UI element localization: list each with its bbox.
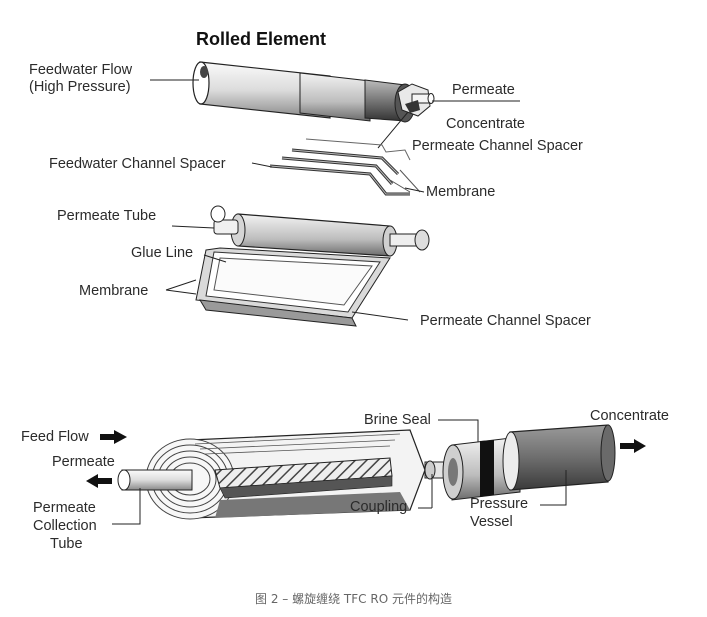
- feedwater-channel-spacer-label: Feedwater Channel Spacer: [49, 156, 226, 172]
- feedwater-flow-pressure-label: (High Pressure): [29, 79, 131, 95]
- concentrate-label-top: Concentrate: [446, 116, 525, 132]
- permeate-channel-spacer-label-top: Permeate Channel Spacer: [412, 138, 583, 154]
- permeate-label-top: Permeate: [452, 82, 515, 98]
- permeate-arrow-icon: [86, 474, 112, 488]
- permeate-collection-label-line1: Permeate: [33, 500, 96, 516]
- coupling-label: Coupling: [350, 499, 408, 515]
- membrane-label-top: Membrane: [426, 184, 496, 200]
- permeate-collection-label-line3: Tube: [50, 536, 83, 548]
- ro-element-figure: Rolled Element Feedwater Flow (High Pres…: [21, 29, 669, 548]
- pressure-vessel-label-line1: Pressure: [470, 496, 529, 512]
- permeate-collection-label-line2: Collection: [33, 518, 97, 534]
- rolled-element-title: Rolled Element: [196, 29, 327, 49]
- feed-flow-arrow-icon: [100, 430, 127, 444]
- concentrate-arrow-icon: [620, 439, 646, 453]
- rolled-element-illustration: [150, 61, 520, 196]
- diagram-artwork: [86, 61, 646, 525]
- brine-seal-label: Brine Seal: [364, 412, 431, 428]
- feed-flow-label: Feed Flow: [21, 429, 89, 445]
- membrane-label-middle: Membrane: [79, 283, 149, 299]
- glue-line-label: Glue Line: [131, 245, 194, 261]
- concentrate-label-bottom: Concentrate: [590, 408, 669, 424]
- permeate-label-bottom: Permeate: [52, 454, 115, 470]
- feedwater-flow-label: Feedwater Flow: [29, 62, 133, 78]
- figure-caption: 图 2 – 螺旋缠绕 TFC RO 元件的构造: [255, 592, 452, 606]
- unrolled-sheet-illustration: [165, 205, 430, 327]
- permeate-tube-label: Permeate Tube: [57, 208, 157, 224]
- spiral-element-illustration: [86, 419, 646, 525]
- pressure-vessel-label-line2: Vessel: [470, 514, 513, 530]
- permeate-channel-spacer-label-middle: Permeate Channel Spacer: [420, 313, 591, 329]
